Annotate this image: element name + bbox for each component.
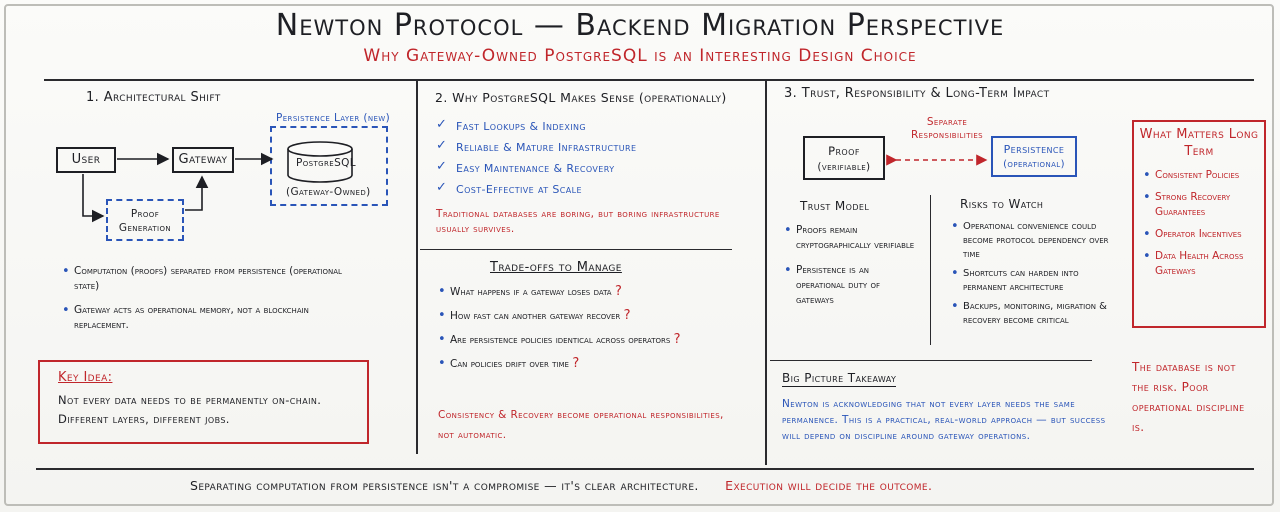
section-1-heading: 1. Architectural Shift [86, 90, 221, 105]
bullet-item: Computation (proofs) separated from pers… [62, 264, 354, 294]
persistence-layer-label: Persistence Layer (new) [276, 112, 391, 124]
what-matters-box [1132, 120, 1266, 328]
risk-note: The database is not the risk. Poor opera… [1132, 360, 1245, 434]
proof-generation-label: Proof Generation [118, 208, 172, 234]
big-picture-divider [770, 360, 1092, 361]
big-picture-text: Newton is acknowledging that not every l… [782, 398, 1106, 442]
page-subtitle: Why Gateway-Owned PostgreSQL is an Inter… [363, 46, 917, 66]
user-box: User [56, 147, 116, 173]
postgresql-label: PostgreSQL [296, 157, 357, 169]
persistence-box-title: Persistence [1003, 143, 1065, 156]
tradeoff-text: What happens if a gateway loses data [450, 286, 612, 298]
proof-box-title: Proof [828, 144, 860, 158]
gateway-label: Gateway [178, 152, 228, 167]
check-label: Cost-Effective at Scale [456, 183, 582, 196]
gateway-box: Gateway [172, 147, 234, 173]
proof-box: Proof (verifiable) [803, 136, 885, 180]
trust-risk-divider [930, 195, 931, 345]
page-title: Newton Protocol — Backend Migration Pers… [275, 8, 1005, 43]
tradeoff-text: How fast can another gateway recover [450, 310, 621, 322]
checkmark-icon: ✓ [436, 180, 447, 195]
proof-generation-box: Proof Generation [106, 199, 184, 241]
checkmark-icon: ✓ [436, 117, 447, 132]
matters-item: Consistent Policies [1143, 168, 1259, 183]
footer-text: Separating computation from persistence … [190, 478, 932, 493]
risk-item: Shortcuts can harden into permanent arch… [951, 267, 1123, 295]
checkmark-icon: ✓ [436, 159, 447, 174]
footer-divider [36, 468, 1254, 470]
matters-item: Operator Incentives [1143, 227, 1259, 242]
tradeoffs-heading: Trade-offs to Manage [490, 260, 622, 275]
gateway-owned-label: (Gateway-Owned) [286, 186, 371, 198]
risk-item: Operational convenience could become pro… [951, 220, 1123, 262]
footer-accent: Execution will decide the outcome. [725, 478, 933, 493]
check-label: Reliable & Mature Infrastructure [456, 141, 637, 154]
check-label: Fast Lookups & Indexing [456, 120, 587, 133]
tradeoffs-list: What happens if a gateway loses data ? H… [438, 284, 720, 372]
matters-item: Data Health Across Gateways [1143, 249, 1259, 279]
header-divider [44, 79, 1254, 81]
risks-heading: Risks to Watch [960, 197, 1044, 211]
persistence-layer-box [270, 126, 388, 206]
whiteboard-frame [4, 4, 1274, 506]
trust-model-item: Persistence is an operational duty of ga… [784, 263, 920, 308]
checkmark-icon: ✓ [436, 138, 447, 153]
separate-responsibilities-label: Separate Responsibilities [910, 116, 984, 141]
what-matters-list: Consistent Policies Strong Recovery Guar… [1143, 168, 1259, 279]
key-idea-box [38, 360, 369, 444]
column-divider-2 [765, 80, 767, 465]
user-label: User [71, 152, 101, 167]
tradeoff-text: Are persistence policies identical acros… [450, 334, 671, 346]
matters-item: Strong Recovery Guarantees [1143, 190, 1259, 220]
what-matters-heading: What Matters Long Term [1139, 127, 1259, 159]
trust-model-item: Proofs remain cryptographically verifiab… [784, 223, 920, 253]
bullet-item: Gateway acts as operational memory, not … [62, 303, 354, 333]
question-mark: ? [572, 356, 580, 371]
section-2-heading: 2. Why PostgreSQL Makes Sense (operation… [435, 90, 727, 105]
section-2-closing: Consistency & Recovery become operationa… [438, 409, 724, 441]
key-idea-text: Not every data needs to be permanently o… [58, 393, 322, 426]
question-mark: ? [614, 284, 622, 299]
proof-box-sub: (verifiable) [817, 161, 871, 173]
key-idea-label: Key Idea: [58, 370, 113, 385]
tradeoff-item: What happens if a gateway loses data ? [438, 284, 720, 300]
boring-note: Traditional databases are boring, but bo… [436, 208, 720, 235]
trust-model-heading: Trust Model [800, 199, 870, 213]
question-mark: ? [623, 308, 631, 323]
column-divider-1 [416, 80, 418, 454]
tradeoff-item: Can policies drift over time ? [438, 356, 720, 372]
big-picture-heading: Big Picture Takeaway [782, 371, 897, 387]
risks-list: Operational convenience could become pro… [951, 220, 1123, 328]
trust-model-list: Proofs remain cryptographically verifiab… [784, 223, 920, 308]
check-label: Easy Maintenance & Recovery [456, 162, 615, 175]
persistence-box: Persistence (operational) [991, 136, 1077, 177]
question-mark: ? [673, 332, 681, 347]
tradeoff-item: How fast can another gateway recover ? [438, 308, 720, 324]
tradeoff-item: Are persistence policies identical acros… [438, 332, 720, 348]
footer-main: Separating computation from persistence … [190, 478, 699, 493]
persistence-box-sub: (operational) [1003, 159, 1065, 170]
section-1-bullets: Computation (proofs) separated from pers… [62, 264, 354, 333]
section-3-heading: 3. Trust, Responsibility & Long-Term Imp… [784, 86, 1050, 101]
risk-item: Backups, monitoring, migration & recover… [951, 300, 1123, 328]
tradeoffs-divider [420, 249, 732, 250]
tradeoff-text: Can policies drift over time [450, 358, 569, 370]
